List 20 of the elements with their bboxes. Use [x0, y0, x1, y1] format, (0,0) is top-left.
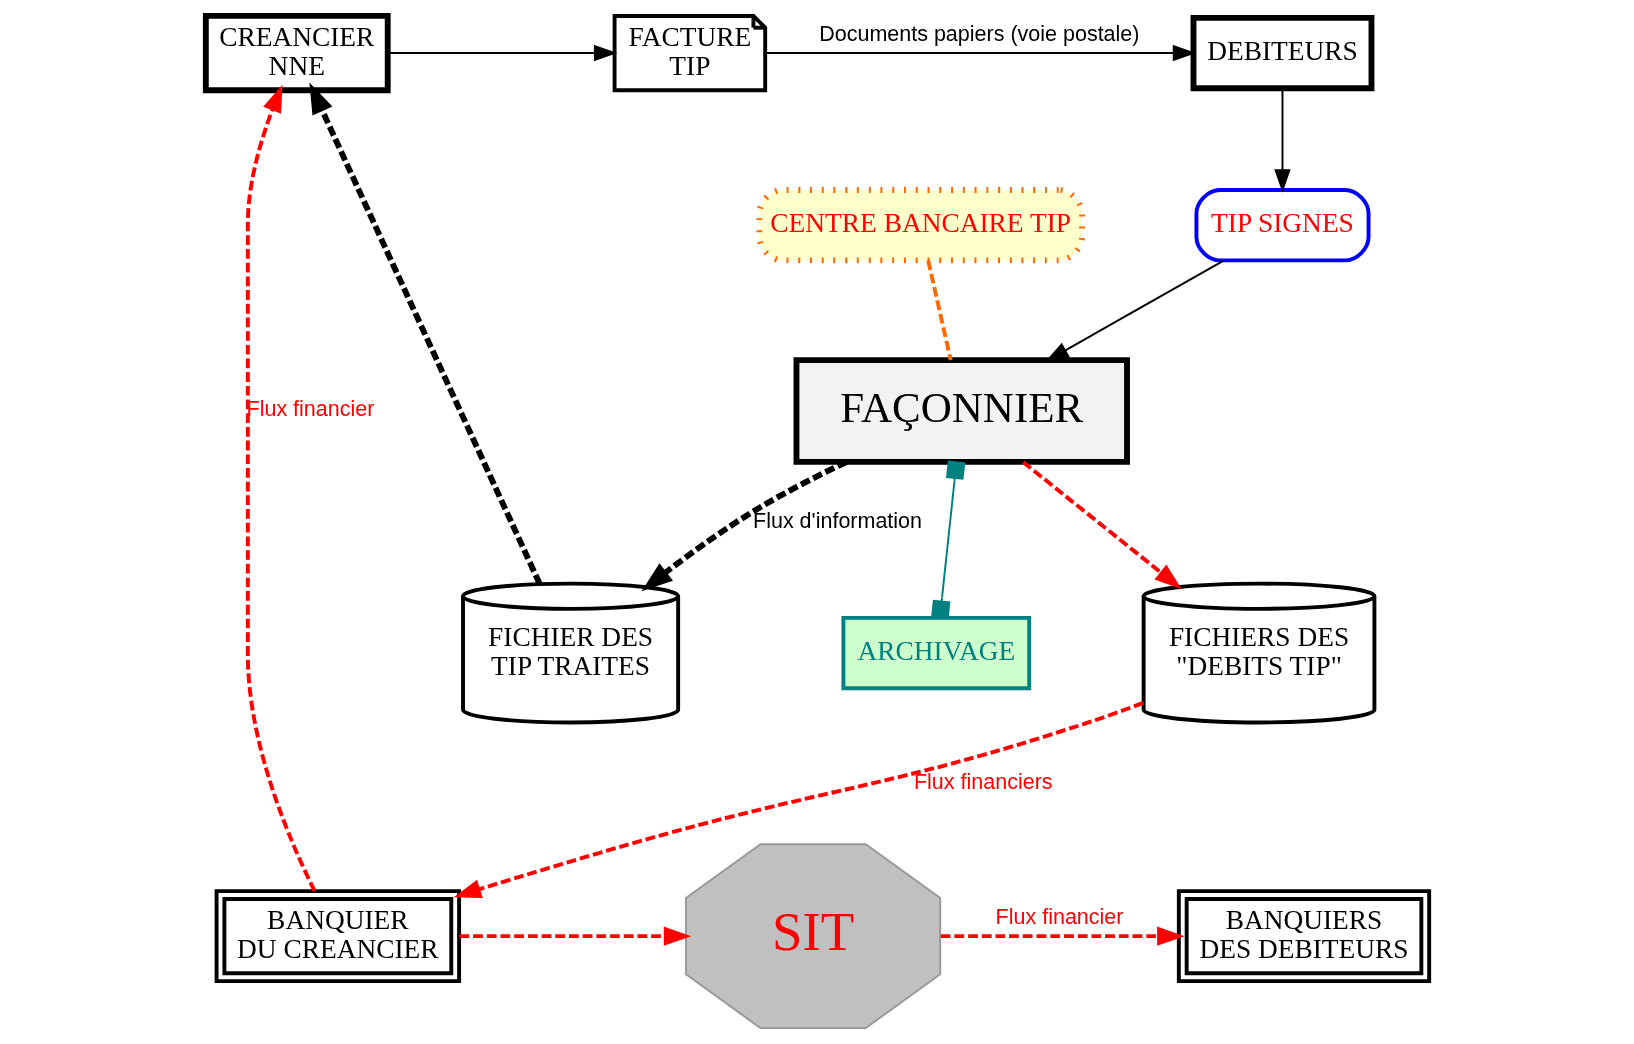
arrow — [1021, 460, 1182, 590]
node-box: CENTRE BANCAIRE TIP — [755, 187, 1085, 264]
edge-label: Flux financiers — [913, 770, 1053, 795]
edge-label: Documents papiers (voie postale) — [818, 21, 1139, 46]
node-box: ARCHIVAGE — [840, 615, 1031, 691]
node-box: BANQUIERS DES DEBITEURS — [1176, 889, 1431, 984]
arrow — [1273, 88, 1291, 193]
connector — [925, 260, 953, 361]
node-box: TIP SIGNES — [1194, 188, 1370, 263]
node-box: FAÇONNIER — [793, 357, 1130, 465]
edge-label: Flux financier — [995, 905, 1123, 930]
arrow — [458, 926, 691, 946]
node-box: BANQUIER DU CREANCIER — [214, 889, 461, 984]
arrow — [453, 701, 1144, 899]
arrow — [245, 84, 316, 892]
arrow — [940, 926, 1185, 946]
edge-label: Flux d'information — [752, 508, 922, 533]
node-box: DEBITEURS — [1190, 14, 1374, 92]
arrow — [308, 82, 542, 585]
node-box: CREANCIER NNE — [202, 13, 391, 94]
